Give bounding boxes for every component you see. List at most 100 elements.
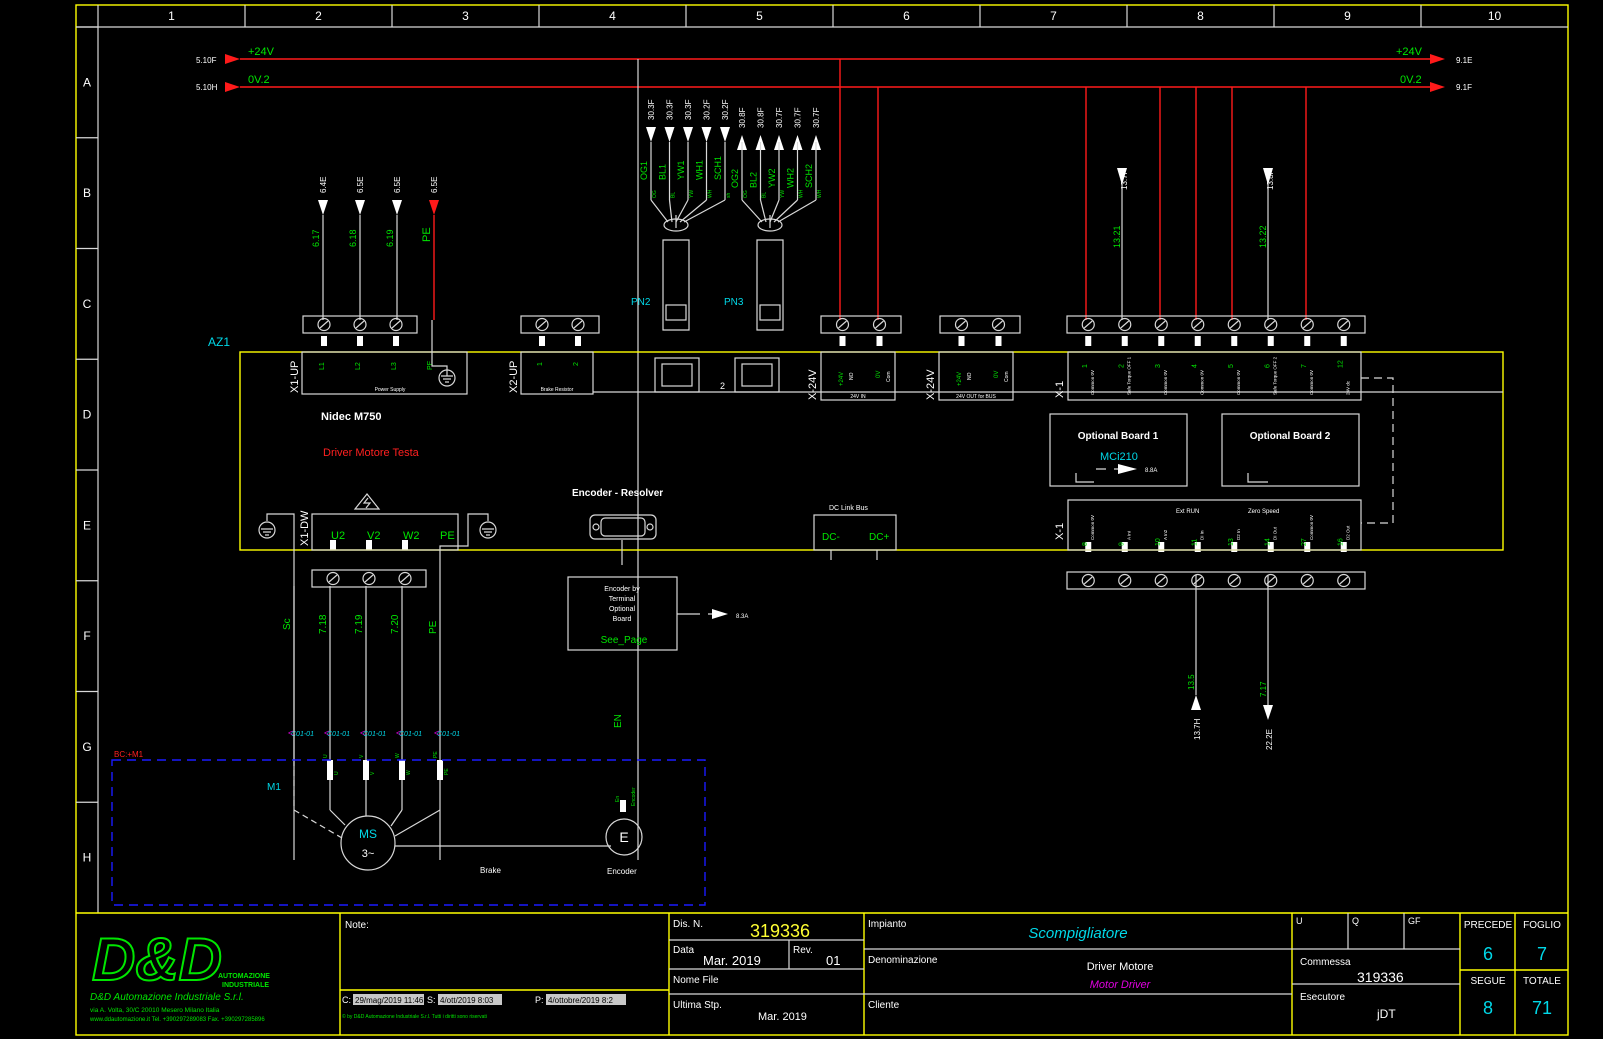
x-24v-out-block[interactable]: X-24V +24V 0V NO Com 24V OUT for BUS <box>925 351 1014 401</box>
screw-terminal-icon[interactable] <box>1227 317 1241 332</box>
pn-wire-ref[interactable]: 30.8F <box>757 107 766 128</box>
pn-wire-ref[interactable]: 30.3F <box>647 99 656 120</box>
wire-label: PE <box>421 227 433 242</box>
x1-pin-number: 7 <box>1301 364 1308 368</box>
optional-board-1-ref[interactable]: 8.8A <box>1145 468 1157 474</box>
terminal-strip <box>820 315 902 334</box>
encoder-board-ref[interactable]: 8.3A <box>736 614 748 620</box>
rail-24v-ref-out[interactable]: 9.1E <box>1456 56 1472 65</box>
row-label: B <box>83 186 91 200</box>
optional-board-1[interactable]: Optional Board 1 MCi210 8.8A <box>1049 413 1188 487</box>
cable-tag: C01-01 <box>363 731 386 738</box>
power-rail-0v: 5.10H 0V.2 0V.2 9.1F <box>196 74 1472 92</box>
signal-ref[interactable]: 13.7H <box>1193 718 1202 740</box>
encoder-pin: En <box>615 796 621 802</box>
wire-ref[interactable]: 6.4E <box>319 177 328 193</box>
ethernet-port-pn2[interactable] <box>654 357 700 393</box>
gf-label: GF <box>1408 916 1421 926</box>
encoder-board[interactable]: Encoder by Terminal Optional Board See_P… <box>567 576 748 728</box>
x1-pin-number: 9 <box>1119 542 1126 546</box>
option-bus-link <box>1361 377 1394 524</box>
screw-terminal-icon[interactable] <box>362 571 376 586</box>
screw-terminal-icon[interactable] <box>1154 317 1168 332</box>
pn-wire-ref[interactable]: 30.2F <box>703 99 712 120</box>
next-sheet[interactable]: 8 <box>1483 998 1493 1018</box>
screw-terminal-icon[interactable] <box>571 317 585 332</box>
ethernet-port-pn3[interactable] <box>734 357 780 393</box>
screw-terminal-icon[interactable] <box>1118 573 1132 588</box>
pn-wire-ref[interactable]: 30.7F <box>794 107 803 128</box>
screw-terminal-icon[interactable] <box>1264 573 1278 588</box>
x1-pin-label: Common 0V <box>1309 370 1314 395</box>
screw-terminal-icon[interactable] <box>1154 573 1168 588</box>
screw-terminal-icon[interactable] <box>954 317 969 332</box>
signal-ref[interactable]: 13.7F <box>1120 169 1129 190</box>
terminal-strip <box>520 315 600 334</box>
x1-pin-label: Common 0V <box>1309 515 1314 540</box>
screw-terminal-icon[interactable] <box>317 317 331 332</box>
screw-terminal-icon[interactable] <box>1337 573 1351 588</box>
x1-dw-block[interactable]: X1-DW U2 V2 W2 PE <box>299 510 459 551</box>
screw-terminal-icon[interactable] <box>1081 573 1095 588</box>
pn-wire-ref[interactable]: 30.3F <box>666 99 675 120</box>
screw-terminal-icon[interactable] <box>389 317 403 332</box>
pn-wire-ref[interactable]: 30.3F <box>684 99 693 120</box>
x1-pin-label: Safe Torque OFF 2 <box>1273 356 1278 395</box>
x2-up-block[interactable]: X2-UP Brake Resistor <box>508 351 594 395</box>
arrow-down-icon <box>701 127 712 142</box>
pn-wire-ref[interactable]: 30.2F <box>721 99 730 120</box>
screw-terminal-icon[interactable] <box>1264 317 1278 332</box>
pn-pin-label: YW <box>689 190 695 198</box>
optional-board-2[interactable]: Optional Board 2 <box>1221 413 1360 487</box>
screw-terminal-icon[interactable] <box>872 317 887 332</box>
screw-terminal-icon[interactable] <box>991 317 1006 332</box>
encoder-symbol[interactable]: E Encoder En Encoder <box>605 787 643 876</box>
pn2-connector[interactable]: PN2 <box>631 215 690 331</box>
see-page-link[interactable]: See_Page <box>601 635 648 646</box>
pn-wire-ref[interactable]: 30.7F <box>812 107 821 128</box>
screw-terminal-icon[interactable] <box>1191 317 1205 332</box>
motor-terminal-label: U <box>323 754 329 758</box>
screw-terminal-icon[interactable] <box>1337 317 1351 332</box>
screw-terminal-icon[interactable] <box>1227 573 1241 588</box>
screw-terminal-icon[interactable] <box>398 571 412 586</box>
rail-0v-ref-out[interactable]: 9.1F <box>1456 83 1472 92</box>
pn-wire-ref[interactable]: 30.8F <box>738 107 747 128</box>
screw-terminal-icon[interactable] <box>326 571 340 586</box>
screw-terminal-icon[interactable] <box>535 317 549 332</box>
arrow-down-icon <box>720 127 730 142</box>
previous-sheet[interactable]: 6 <box>1483 944 1493 964</box>
pn-wire-label: OG1 <box>639 161 649 180</box>
x1-pin-number: 16 <box>1338 538 1345 546</box>
motor-symbol[interactable]: MS 3~ <box>293 800 611 871</box>
x1-up-block[interactable]: X1-UP Power Supply <box>289 320 468 395</box>
screw-terminal-icon[interactable] <box>1300 317 1314 332</box>
device-model: Nidec M750 <box>321 411 382 423</box>
screw-terminal-icon[interactable] <box>1118 317 1132 332</box>
rail-24v-ref-in[interactable]: 5.10F <box>196 56 217 65</box>
screw-terminal-icon[interactable] <box>1300 573 1314 588</box>
screw-terminal-icon[interactable] <box>353 317 367 332</box>
pn3-connector[interactable]: PN3 <box>724 215 784 331</box>
pn-wire-label: OG2 <box>730 169 740 188</box>
signal-ref[interactable]: 13.8F <box>1266 169 1275 190</box>
encoder-db15-connector[interactable] <box>589 514 657 565</box>
wire-ref[interactable]: 6.5E <box>356 177 365 193</box>
column-label: 9 <box>1344 9 1351 23</box>
pn-wire-ref[interactable]: 30.7F <box>775 107 784 128</box>
wire-ref[interactable]: 6.5E <box>430 177 439 193</box>
signal-ref[interactable]: 22.2E <box>1265 729 1274 750</box>
wire-ref[interactable]: 6.5E <box>393 177 402 193</box>
dc-link-bus[interactable]: DC Link Bus DC- DC+ <box>813 505 897 560</box>
pin-connector <box>995 336 1002 346</box>
motor-tag: M1 <box>267 782 281 793</box>
screw-terminal-icon[interactable] <box>835 317 850 332</box>
ultima-stp-label: Ultima Stp. <box>673 1000 722 1011</box>
rail-0v-ref-in[interactable]: 5.10H <box>196 83 218 92</box>
screw-terminal-icon[interactable] <box>1081 317 1095 332</box>
x24v-in-pin: +24V <box>839 372 845 386</box>
screw-terminal-icon[interactable] <box>1191 573 1205 588</box>
x-24v-in-block[interactable]: X-24V +24V 0V NO Com 24V IN <box>807 351 896 401</box>
